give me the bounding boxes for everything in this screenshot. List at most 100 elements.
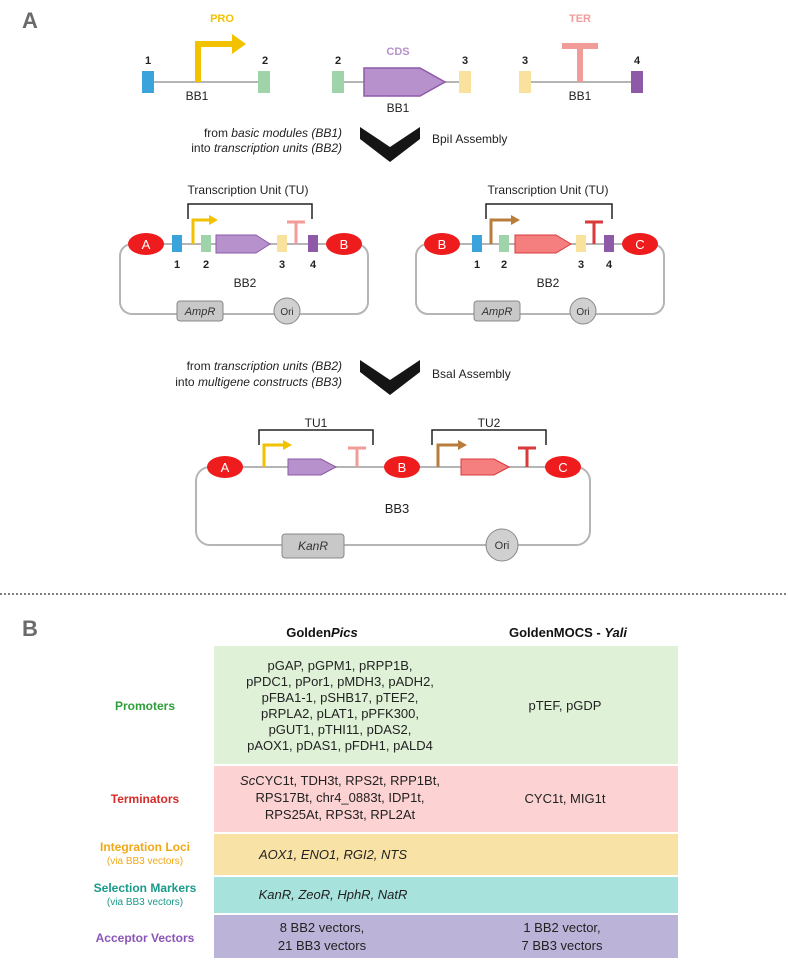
cell-line: pFBA1-1, pSHB17, pTEF2, <box>262 690 419 705</box>
site-number: 3 <box>522 55 528 67</box>
bb2-right-plasmid: Transcription Unit (TU) B C 1 2 3 4 BB2 … <box>415 183 665 325</box>
panel-b-label: B <box>22 616 38 641</box>
site-1-box <box>472 235 482 252</box>
assembly-step-2: from transcription units (BB2) into mult… <box>175 359 511 395</box>
site-4-box <box>308 235 318 252</box>
promoter-arrow-icon <box>436 443 460 467</box>
cell-line: 8 BB2 vectors, <box>280 920 365 935</box>
bb3-plasmid: TU1 TU2 A B C BB3 KanR Ori <box>195 416 591 562</box>
bb1-label: BB1 <box>569 89 592 103</box>
bb2-label: BB2 <box>234 276 257 290</box>
tu2-label: TU2 <box>478 416 501 430</box>
site-number: 2 <box>335 55 341 67</box>
step2-line1: from transcription units (BB2) <box>187 359 342 373</box>
site-letter: A <box>142 237 151 252</box>
cell-line: 21 BB3 vectors <box>278 938 367 953</box>
cell-line: 7 BB3 vectors <box>522 938 603 953</box>
cell-line: AOX1, ENO1, RGI2, NTS <box>258 847 407 862</box>
kanr-marker-box <box>281 533 345 559</box>
tu-bracket <box>485 203 613 219</box>
cell-line: CYC1t, MIG1t <box>525 791 606 806</box>
row-background <box>214 646 678 764</box>
row-label: Promoters <box>115 699 175 713</box>
site-letter: C <box>558 460 567 475</box>
ampr-marker-box <box>176 300 224 322</box>
kanr-label: KanR <box>298 539 328 553</box>
table-row-selection-markers: Selection Markers (via BB3 vectors) KanR… <box>94 877 678 913</box>
site-number: 2 <box>501 259 507 271</box>
site-number: 1 <box>474 259 480 271</box>
tu2-bracket <box>431 429 547 445</box>
cds-arrow-icon <box>287 458 338 476</box>
cds-arrow-icon <box>460 458 511 476</box>
cds-arrow-icon <box>514 234 572 254</box>
site-letter: C <box>635 237 644 252</box>
site-number: 4 <box>310 259 317 271</box>
bb1-label: BB1 <box>186 89 209 103</box>
site-3-box <box>277 235 287 252</box>
cell-line: pPDC1, pPor1, pMDH3, pADH2, <box>246 674 434 689</box>
site-a-oval <box>207 456 243 478</box>
bb2-left-plasmid: Transcription Unit (TU) A B 1 2 3 4 BB2 … <box>119 183 369 325</box>
row-label: Acceptor Vectors <box>96 931 195 945</box>
promoter-arrow-icon <box>262 443 285 467</box>
chevron-down-icon <box>360 127 420 162</box>
site-letter: B <box>398 460 407 475</box>
ampr-marker-box <box>473 300 521 322</box>
ampr-label: AmpR <box>184 306 216 318</box>
panel-a-label: A <box>22 8 38 33</box>
site-c-oval <box>545 456 581 478</box>
bb1-promoter-module: 1 2 PRO BB1 <box>142 13 270 103</box>
cds-arrow-icon <box>215 234 271 254</box>
table-row-terminators: Terminators ScCYC1t, TDH3t, RPS2t, RPP1B… <box>111 766 678 832</box>
terminator-icon <box>348 446 366 467</box>
site-number: 3 <box>462 55 468 67</box>
ori-circle <box>485 528 519 562</box>
row-label: Terminators <box>111 792 180 806</box>
row-background <box>214 766 678 832</box>
cell-line: 1 BB2 vector, <box>523 920 600 935</box>
site-number: 1 <box>174 259 180 271</box>
cell-line: pGUT1, pTHI11, pDAS2, <box>269 722 412 737</box>
table-row-integration-loci: Integration Loci (via BB3 vectors) AOX1,… <box>100 834 678 875</box>
site-number: 4 <box>606 259 613 271</box>
bb1-cds-module: 2 3 CDS BB1 <box>332 46 471 115</box>
site-number: 3 <box>279 259 285 271</box>
site-2-box <box>332 71 344 93</box>
site-b-oval <box>326 233 362 255</box>
ori-label: Ori <box>280 307 293 318</box>
row-background <box>214 877 678 913</box>
bsai-assembly-label: BsaI Assembly <box>432 367 511 381</box>
step1-line2: into transcription units (BB2) <box>191 141 342 155</box>
row-sublabel: (via BB3 vectors) <box>107 897 183 908</box>
ori-circle <box>273 297 301 325</box>
promoter-arrow-icon <box>489 218 513 244</box>
table-row-promoters: Promoters pGAP, pGPM1, pRPP1B, pPDC1, pP… <box>115 646 678 764</box>
row-label: Integration Loci <box>100 840 190 854</box>
site-a-oval <box>128 233 164 255</box>
ori-label: Ori <box>495 540 510 552</box>
table-row-acceptor-vectors: Acceptor Vectors 8 BB2 vectors, 21 BB3 v… <box>96 915 678 958</box>
ori-circle <box>569 297 597 325</box>
tu1-label: TU1 <box>305 416 328 430</box>
cell-line: pTEF, pGDP <box>529 698 602 713</box>
cds-arrow-icon <box>363 67 447 97</box>
site-b-oval <box>384 456 420 478</box>
bb2-label: BB2 <box>537 276 560 290</box>
row-label: Selection Markers <box>94 881 197 895</box>
row-background <box>214 834 678 875</box>
site-letter: B <box>340 237 349 252</box>
cell-line: ScCYC1t, TDH3t, RPS2t, RPP1Bt, <box>240 773 440 788</box>
site-1-box <box>172 235 182 252</box>
site-letter: B <box>438 237 447 252</box>
ampr-label: AmpR <box>481 306 513 318</box>
promoter-arrow-icon <box>191 218 211 244</box>
assembly-step-1: from basic modules (BB1) into transcript… <box>191 126 507 162</box>
chevron-down-icon <box>360 360 420 395</box>
promoter-arrow-icon <box>195 34 246 82</box>
step1-line1: from basic modules (BB1) <box>204 126 342 140</box>
site-number: 1 <box>145 55 151 67</box>
site-number: 4 <box>634 55 641 67</box>
site-number: 2 <box>262 55 268 67</box>
